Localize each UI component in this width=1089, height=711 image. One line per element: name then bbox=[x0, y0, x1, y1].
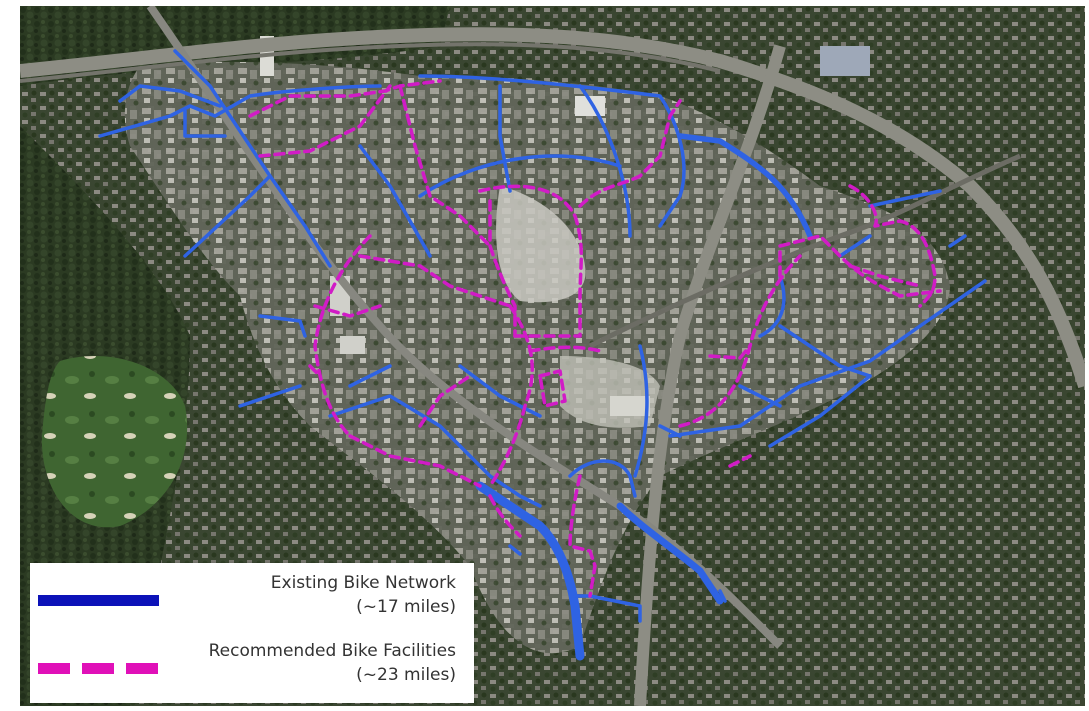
legend-existing-row: Existing Bike Network (~17 miles) bbox=[30, 571, 474, 631]
recommended-route[interactable] bbox=[778, 234, 942, 298]
residential-east bbox=[840, 302, 1085, 706]
existing-route[interactable] bbox=[173, 49, 332, 268]
highway-south bbox=[634, 44, 786, 706]
recommended-route[interactable] bbox=[313, 304, 382, 318]
dash-segment bbox=[38, 663, 70, 674]
recommended-route[interactable] bbox=[848, 264, 922, 288]
legend-recommended-row: Recommended Bike Facilities (~23 miles) bbox=[30, 639, 474, 699]
existing-route[interactable] bbox=[573, 594, 642, 623]
existing-route[interactable] bbox=[508, 544, 522, 556]
recommended-route[interactable] bbox=[488, 304, 534, 488]
highway-lane bbox=[20, 42, 721, 83]
legend-recommended-text: Recommended Bike Facilities (~23 miles) bbox=[209, 639, 456, 687]
rail-line bbox=[588, 153, 1021, 349]
existing-route[interactable] bbox=[758, 274, 786, 338]
recommended-route[interactable] bbox=[578, 99, 682, 208]
recommended-route[interactable] bbox=[258, 84, 392, 158]
existing-route[interactable] bbox=[768, 374, 872, 448]
existing-route[interactable] bbox=[868, 189, 942, 208]
dash-segment bbox=[126, 663, 158, 674]
solar-roof bbox=[820, 46, 870, 76]
urban-core bbox=[124, 61, 950, 654]
existing-route[interactable] bbox=[668, 279, 987, 438]
mall-roof bbox=[496, 186, 586, 303]
existing-route[interactable] bbox=[616, 502, 724, 605]
existing-route[interactable] bbox=[718, 589, 727, 603]
recommended-route[interactable] bbox=[308, 364, 322, 378]
recommended-route[interactable] bbox=[348, 434, 482, 488]
legend-recommended-miles: (~23 miles) bbox=[356, 665, 456, 685]
existing-route[interactable] bbox=[418, 154, 622, 198]
existing-route[interactable] bbox=[238, 384, 302, 408]
recommended-route[interactable] bbox=[528, 345, 602, 353]
existing-route[interactable] bbox=[578, 84, 632, 238]
recommended-route[interactable] bbox=[488, 199, 517, 338]
legend-recommended-label: Recommended Bike Facilities bbox=[208, 641, 456, 661]
existing-route[interactable] bbox=[475, 481, 585, 661]
legend-existing-text: Existing Bike Network (~17 miles) bbox=[271, 571, 456, 619]
recommended-route[interactable] bbox=[728, 454, 752, 468]
recommended-route[interactable] bbox=[568, 474, 597, 598]
existing-route[interactable] bbox=[568, 459, 637, 498]
map-legend: Existing Bike Network (~17 miles) Recomm… bbox=[30, 563, 474, 703]
existing-route[interactable] bbox=[348, 364, 392, 388]
recommended-route[interactable] bbox=[313, 234, 372, 438]
recommended-route[interactable] bbox=[398, 84, 492, 248]
existing-route[interactable] bbox=[328, 394, 542, 508]
recommended-route[interactable] bbox=[248, 79, 442, 118]
recommended-route[interactable] bbox=[488, 494, 522, 538]
aerial-map[interactable] bbox=[20, 6, 1085, 706]
existing-route[interactable] bbox=[183, 174, 272, 258]
existing-route[interactable] bbox=[677, 133, 813, 239]
building-roof bbox=[610, 396, 650, 416]
recommended-route[interactable] bbox=[478, 184, 583, 338]
highway-north bbox=[20, 27, 1085, 389]
existing-bike-network[interactable] bbox=[98, 49, 987, 661]
existing-route[interactable] bbox=[458, 364, 542, 418]
recommended-route[interactable] bbox=[418, 374, 472, 428]
map-canvas[interactable] bbox=[20, 6, 1085, 706]
existing-route[interactable] bbox=[418, 74, 686, 228]
existing-route[interactable] bbox=[948, 234, 967, 248]
existing-route[interactable] bbox=[118, 84, 222, 108]
existing-route[interactable] bbox=[778, 324, 872, 378]
recommended-bike-facilities[interactable] bbox=[248, 79, 942, 598]
recommended-route[interactable] bbox=[848, 184, 937, 308]
recommended-route[interactable] bbox=[538, 369, 567, 408]
legend-existing-miles: (~17 miles) bbox=[356, 597, 456, 617]
building-roof bbox=[340, 336, 365, 354]
recommended-route[interactable] bbox=[708, 344, 752, 360]
existing-route[interactable] bbox=[358, 144, 432, 258]
existing-route[interactable] bbox=[258, 314, 307, 338]
existing-network-swatch bbox=[38, 595, 159, 606]
golf-course bbox=[41, 356, 188, 528]
existing-route[interactable] bbox=[183, 109, 227, 138]
legend-existing-label: Existing Bike Network bbox=[270, 573, 456, 593]
recommended-route[interactable] bbox=[358, 254, 512, 308]
existing-route[interactable] bbox=[633, 344, 649, 478]
recommended-facilities-swatch bbox=[38, 663, 159, 674]
dash-segment bbox=[82, 663, 114, 674]
existing-route[interactable] bbox=[98, 84, 382, 138]
existing-route[interactable] bbox=[498, 84, 512, 193]
existing-route[interactable] bbox=[838, 234, 872, 258]
